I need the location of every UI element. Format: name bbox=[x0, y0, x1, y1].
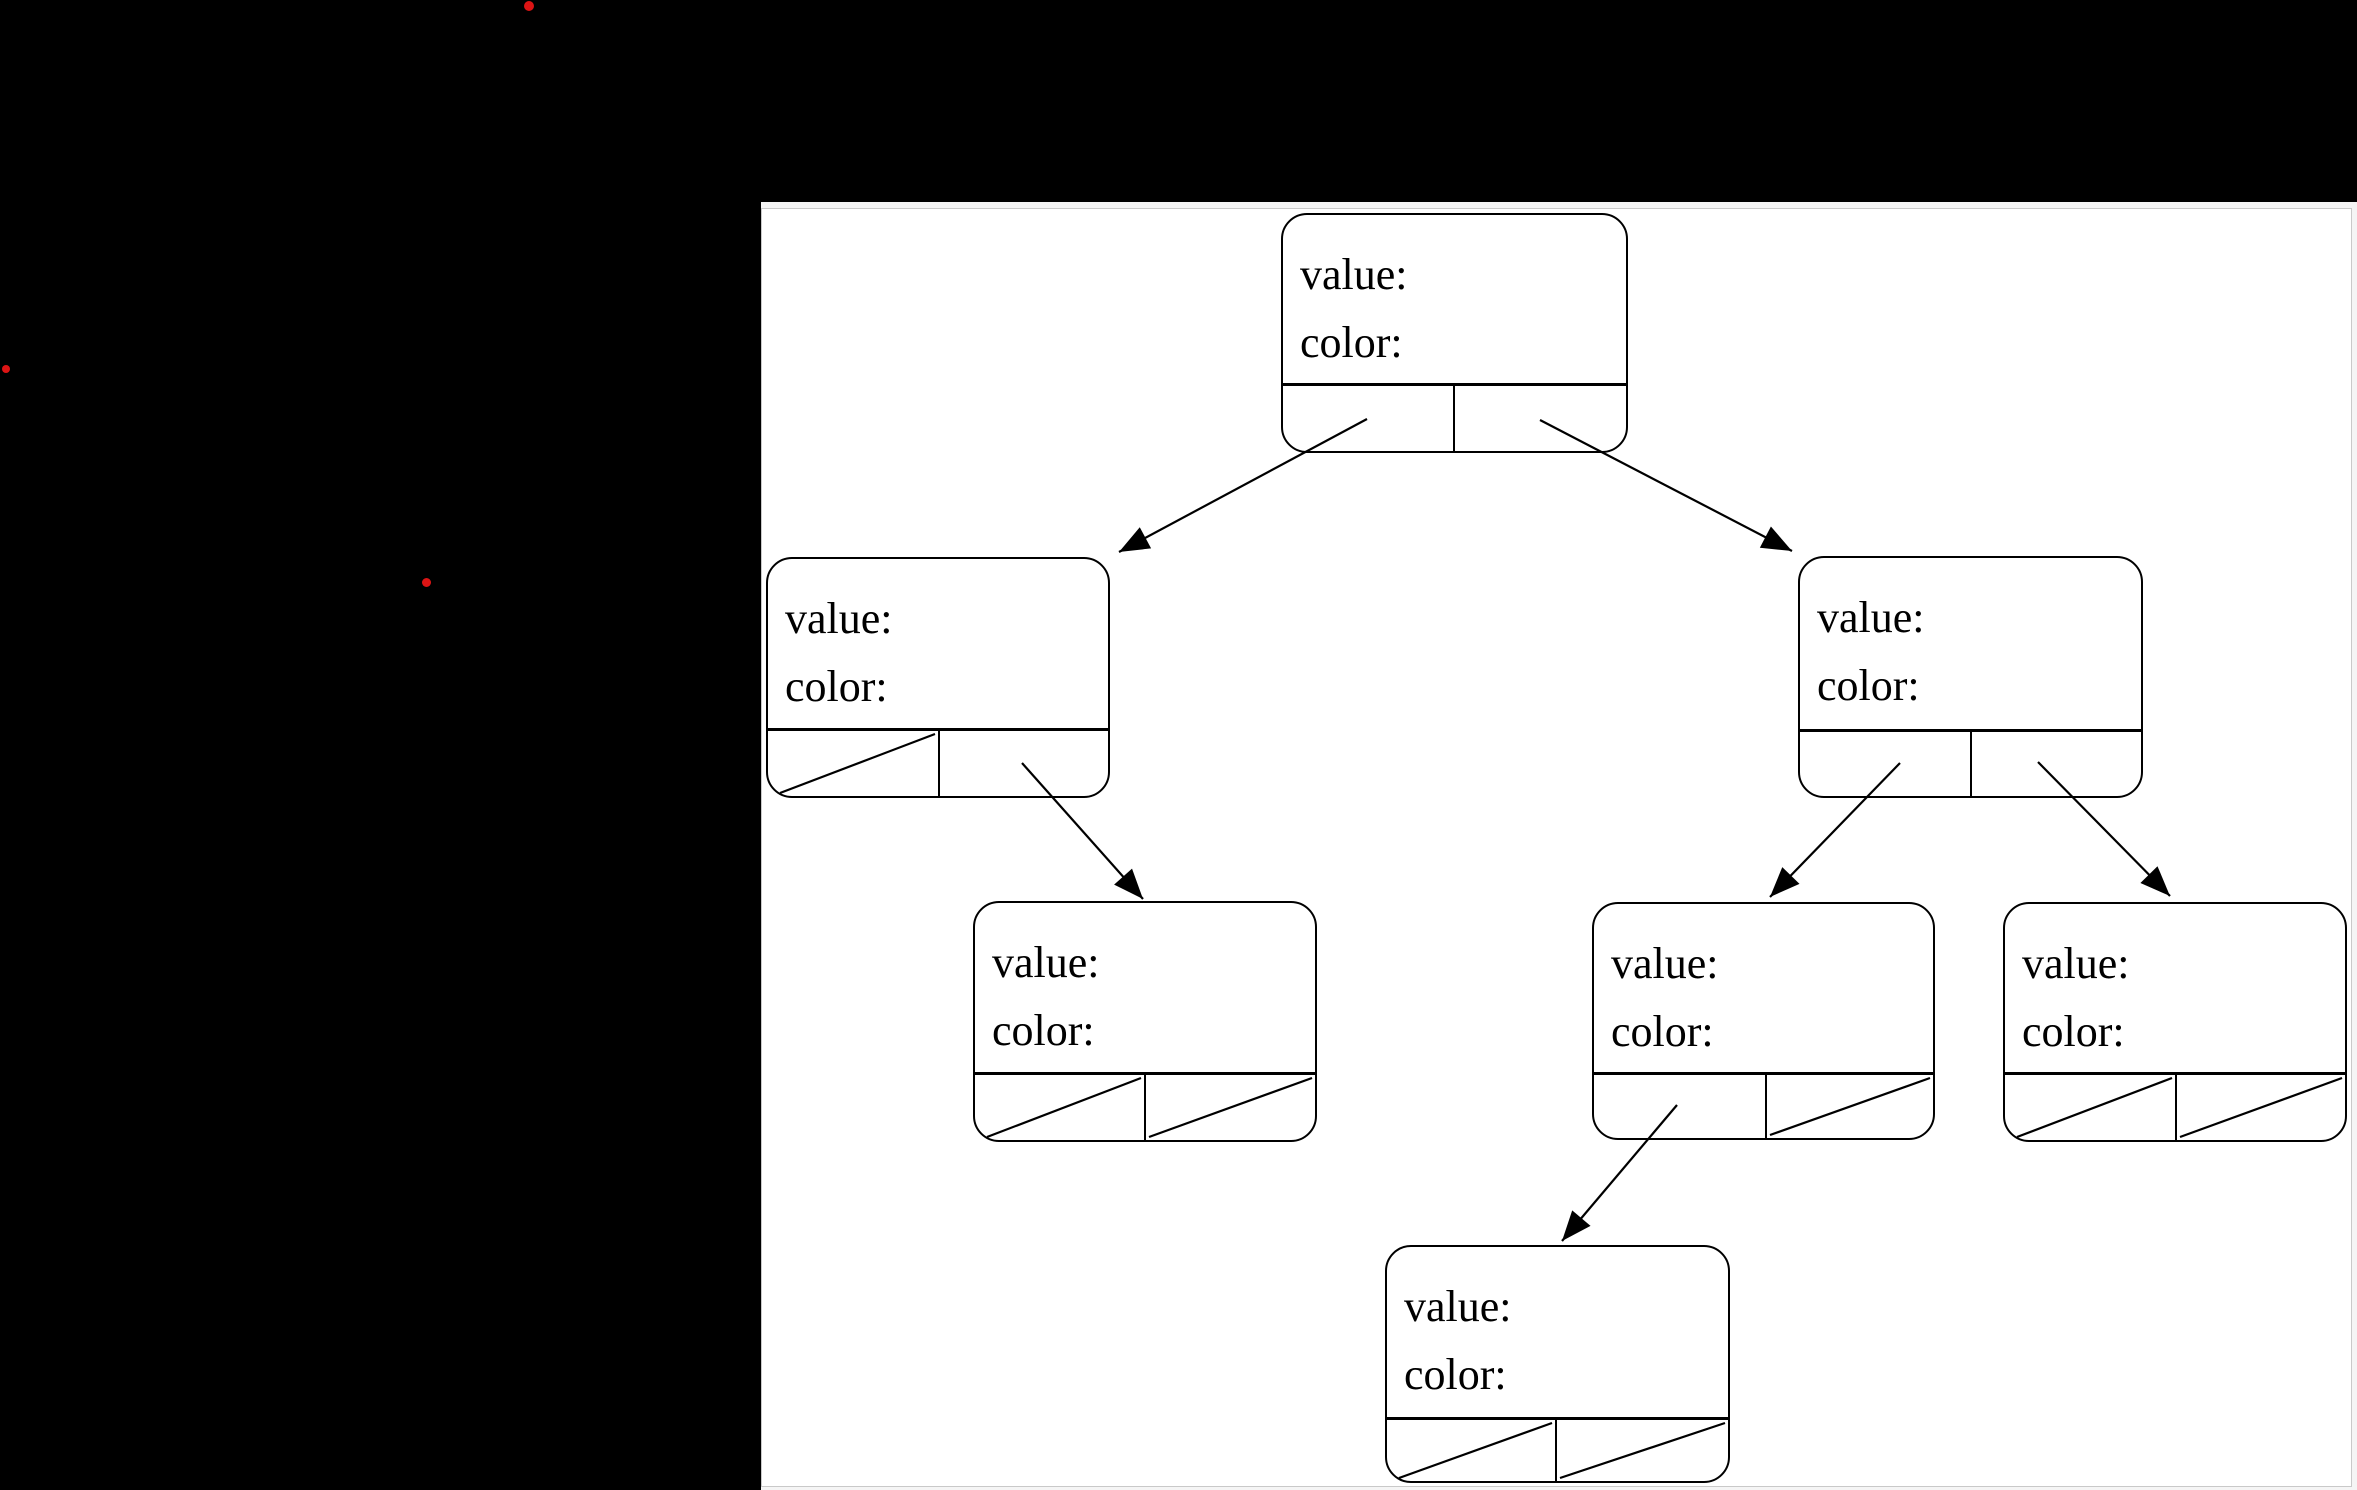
color-field-label: color: bbox=[1817, 661, 1920, 710]
node-fields: value: color: bbox=[1800, 558, 2141, 729]
node-fields: value: color: bbox=[2005, 904, 2345, 1072]
pointer-row bbox=[768, 727, 1109, 797]
left-pointer-cell bbox=[1800, 732, 1970, 797]
tree-node-L: value: color: bbox=[766, 557, 1110, 798]
right-pointer-cell bbox=[1764, 1074, 1934, 1138]
left-pointer-cell bbox=[1387, 1420, 1555, 1482]
tree-node-root: value: color: bbox=[1281, 213, 1628, 453]
right-pointer-cell bbox=[937, 730, 1109, 796]
left-pointer-cell bbox=[975, 1075, 1144, 1141]
pointer-row bbox=[1387, 1416, 1729, 1482]
node-fields: value: color: bbox=[1594, 904, 1933, 1072]
color-field-label: color: bbox=[2022, 1007, 2125, 1056]
left-pointer-cell bbox=[1283, 386, 1453, 452]
right-pointer-cell bbox=[1143, 1074, 1316, 1140]
right-pointer-cell bbox=[2174, 1074, 2346, 1140]
tree-node-RR: value: color: bbox=[2003, 902, 2347, 1142]
value-field-label: value: bbox=[992, 938, 1100, 987]
red-dot bbox=[524, 1, 534, 11]
left-pointer-cell bbox=[1594, 1075, 1765, 1139]
tree-node-LR: value: color: bbox=[973, 901, 1317, 1142]
color-field-label: color: bbox=[1300, 318, 1403, 367]
color-field-label: color: bbox=[1404, 1350, 1507, 1399]
node-fields: value: color: bbox=[975, 903, 1315, 1072]
pointer-row bbox=[1800, 728, 2142, 797]
pointer-row bbox=[1594, 1071, 1934, 1139]
value-field-label: value: bbox=[1611, 939, 1719, 988]
left-pointer-cell bbox=[768, 731, 938, 797]
pointer-row bbox=[975, 1071, 1316, 1141]
left-pointer-cell bbox=[2005, 1075, 2175, 1141]
value-field-label: value: bbox=[1300, 250, 1408, 299]
node-fields: value: color: bbox=[768, 559, 1108, 728]
right-pointer-cell bbox=[1554, 1419, 1729, 1481]
pointer-row bbox=[1283, 382, 1627, 452]
node-fields: value: color: bbox=[1387, 1247, 1728, 1417]
color-field-label: color: bbox=[1611, 1007, 1714, 1056]
node-fields: value: color: bbox=[1283, 215, 1626, 383]
value-field-label: value: bbox=[2022, 939, 2130, 988]
right-pointer-cell bbox=[1969, 731, 2142, 796]
pointer-row bbox=[2005, 1071, 2346, 1141]
value-field-label: value: bbox=[1817, 593, 1925, 642]
tree-node-RL: value: color: bbox=[1592, 902, 1935, 1140]
right-pointer-cell bbox=[1452, 385, 1627, 451]
value-field-label: value: bbox=[1404, 1282, 1512, 1331]
tree-node-RLL: value: color: bbox=[1385, 1245, 1730, 1483]
red-dot bbox=[421, 577, 431, 587]
red-dot bbox=[2, 365, 10, 373]
value-field-label: value: bbox=[785, 594, 893, 643]
color-field-label: color: bbox=[785, 662, 888, 711]
tree-node-R: value: color: bbox=[1798, 556, 2143, 798]
color-field-label: color: bbox=[992, 1006, 1095, 1055]
